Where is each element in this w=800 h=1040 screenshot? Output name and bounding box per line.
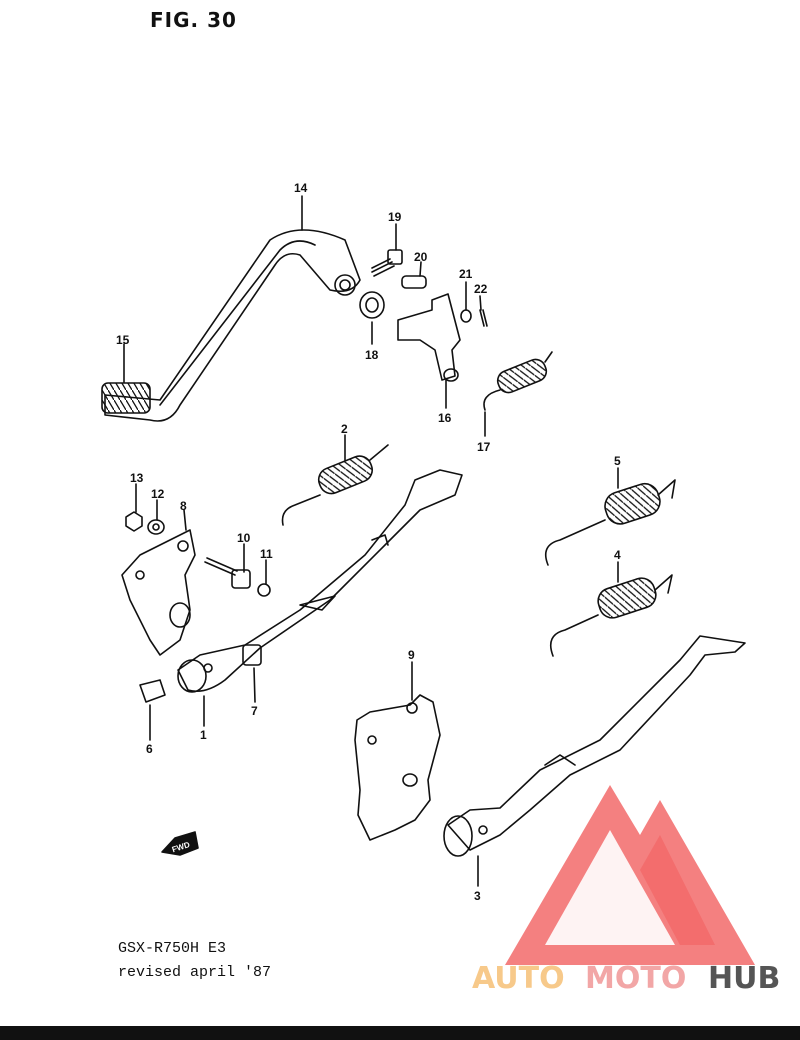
part-3-center-stand [443,635,746,857]
part-10-bolt [204,557,251,589]
part-8-bracket [121,529,196,656]
figure-title: FIG. 30 [150,8,237,32]
part-label-1: 1 [200,728,207,742]
bottom-border [0,1026,800,1040]
part-7-nut [242,644,262,666]
part-2-spring [281,444,389,526]
part-21-washer [460,309,472,323]
part-label-21: 21 [459,267,473,281]
part-11-cap [257,583,271,597]
watermark-text-hub: HUB [708,961,780,996]
part-label-7: 7 [251,704,258,718]
part-label-4: 4 [614,548,621,562]
part-15-pedal-rubber [101,382,151,414]
part-label-3: 3 [474,889,481,903]
part-17-spring [483,351,553,411]
part-label-10: 10 [237,531,251,545]
revision-label: revised april '87 [118,964,272,981]
part-20-pin [401,275,427,289]
part-label-16: 16 [438,411,452,425]
part-12-washer [147,519,165,535]
part-label-19: 19 [388,210,402,224]
part-19-bolt [371,249,403,277]
part-5-spring [544,479,676,566]
part-1-side-stand [177,469,463,693]
watermark-logo [505,785,755,965]
part-18-washer [359,291,385,319]
watermark-text-auto: AUTO [472,961,565,996]
part-label-11: 11 [260,547,273,561]
part-13-nut [125,511,143,532]
part-label-8: 8 [180,499,187,513]
part-label-14: 14 [294,181,308,195]
part-label-18: 18 [365,348,379,362]
part-label-12: 12 [151,487,165,501]
watermark-text-moto: MOTO [585,961,686,996]
part-label-22: 22 [474,282,488,296]
part-label-6: 6 [146,742,153,756]
part-label-20: 20 [414,250,428,264]
part-16-brake-lever [397,293,461,382]
part-9-bracket [354,694,441,841]
part-label-13: 13 [130,471,144,485]
part-22-cotter-pin [479,309,488,327]
part-label-9: 9 [408,648,415,662]
part-label-2: 2 [341,422,348,436]
part-label-5: 5 [614,454,621,468]
part-label-15: 15 [116,333,130,347]
part-label-17: 17 [477,440,491,454]
fwd-arrow-icon [161,831,199,856]
part-14-brake-pedal [104,229,361,422]
model-label: GSX-R750H E3 [118,940,227,957]
part-4-spring [549,574,673,657]
part-6-bolt [139,679,166,703]
